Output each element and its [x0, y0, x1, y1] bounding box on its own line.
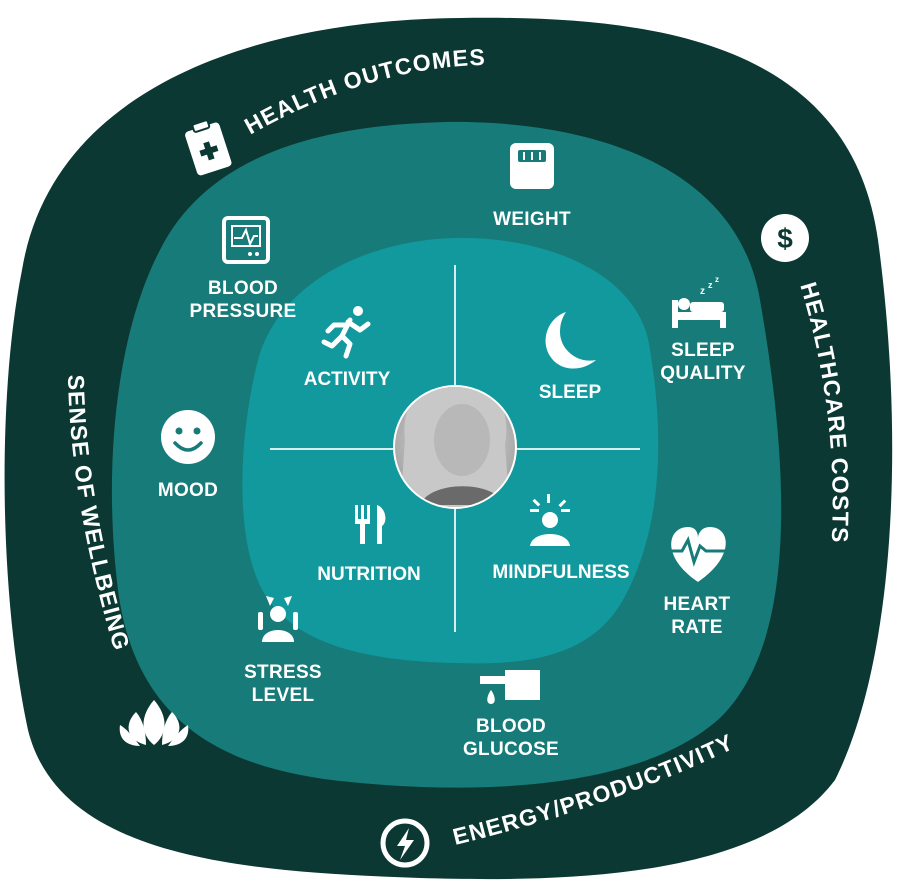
label-mindfulness: MINDFULNESS	[492, 562, 629, 583]
label-weight: WEIGHT	[493, 209, 571, 230]
heartbeat-icon	[666, 527, 730, 582]
lotus-icon	[119, 700, 189, 746]
label-heart-rate-2: RATE	[671, 617, 723, 638]
label-blood-pressure-1: BLOOD	[208, 278, 278, 299]
svg-text:z: z	[700, 286, 705, 297]
label-blood-glucose-1: BLOOD	[476, 716, 546, 737]
label-sleep-quality-2: QUALITY	[660, 363, 746, 384]
svg-text:z: z	[708, 280, 713, 290]
scale-icon	[510, 143, 554, 189]
label-blood-glucose-2: GLUCOSE	[463, 739, 559, 760]
moon-icon	[545, 312, 596, 369]
label-stress-level-1: STRESS	[244, 662, 322, 683]
svg-text:z: z	[715, 275, 719, 284]
label-mood: MOOD	[158, 480, 218, 501]
label-activity: ACTIVITY	[304, 369, 391, 390]
label-stress-level-2: LEVEL	[252, 685, 315, 706]
dollar-icon: $	[761, 214, 809, 262]
svg-text:$: $	[777, 223, 793, 254]
fork-knife-icon	[355, 505, 386, 544]
label-nutrition: NUTRITION	[317, 564, 420, 585]
bed-icon: z z z	[672, 275, 726, 328]
label-sleep-quality-1: SLEEP	[671, 340, 735, 361]
label-blood-pressure-2: PRESSURE	[190, 301, 297, 322]
stress-icon	[258, 596, 298, 642]
runner-icon	[321, 306, 371, 359]
label-heart-rate-1: HEART	[664, 594, 731, 615]
clipboard-icon	[185, 119, 232, 176]
monitor-icon	[222, 216, 270, 264]
person-photo	[393, 385, 517, 509]
glucose-icon	[480, 670, 540, 704]
smiley-icon	[161, 410, 215, 464]
meditation-icon	[530, 494, 570, 546]
lightning-icon	[380, 818, 430, 868]
label-sleep: SLEEP	[539, 382, 602, 403]
